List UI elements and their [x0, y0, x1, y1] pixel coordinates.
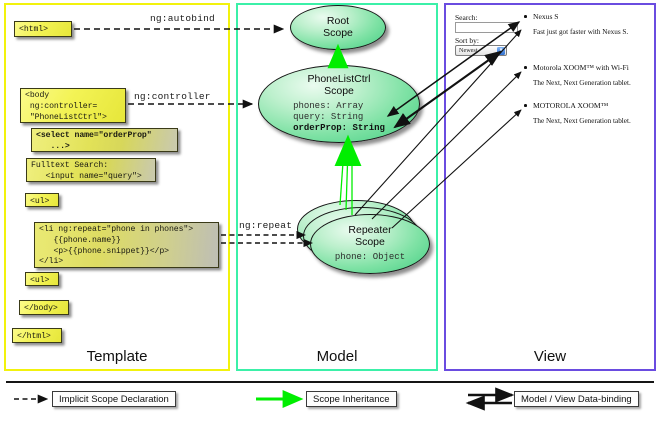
search-label: Search:	[455, 13, 478, 22]
code-box-html-open: <html>	[14, 21, 72, 37]
legend-divider	[6, 381, 654, 383]
phone-name: Nexus S	[533, 12, 559, 21]
repeater-scope-title: Repeater Scope	[348, 224, 392, 249]
code-box-ul-close: <ul>	[25, 272, 59, 286]
search-input[interactable]	[455, 22, 518, 33]
phone-name: Motorola XOOM™ with Wi-Fi	[533, 63, 629, 72]
code-box-fulltext-search: Fulltext Search: <input name="query">	[26, 158, 156, 182]
phone-snippet: The Next, Next Generation tablet.	[533, 79, 631, 87]
list-bullet-icon	[524, 15, 527, 18]
sort-by-selected-value: Newest	[459, 47, 478, 54]
legend-scope-inheritance: Scope Inheritance	[306, 391, 397, 407]
phonelistctrl-scope-title: PhoneListCtrl Scope	[307, 72, 371, 97]
legend-implicit-scope-declaration: Implicit Scope Declaration	[52, 391, 176, 407]
sort-by-label: Sort by:	[455, 36, 479, 45]
code-box-ul-open: <ul>	[25, 193, 59, 207]
template-column-panel: Template	[4, 3, 230, 371]
legend-arrow-databinding	[465, 387, 515, 411]
view-column-label: View	[533, 348, 567, 365]
ng-autobind-label: ng:autobind	[150, 13, 215, 24]
model-column-panel: Model	[236, 3, 438, 371]
repeater-scope-props: phone: Object	[334, 251, 406, 262]
legend-model-view-databinding: Model / View Data-binding	[514, 391, 639, 407]
list-bullet-icon	[524, 104, 527, 107]
phone-name: MOTOROLA XOOM™	[533, 101, 609, 110]
phone-list-item[interactable]: Motorola XOOM™ with Wi-Fi The Next, Next…	[524, 63, 631, 87]
ng-repeat-label: ng:repeat	[239, 220, 293, 231]
phone-list-item[interactable]: Nexus S Fast just got faster with Nexus …	[524, 12, 628, 36]
root-scope-ellipse: Root Scope	[290, 5, 386, 50]
sort-by-select[interactable]: Newest ▾	[455, 45, 507, 56]
phone-snippet: The Next, Next Generation tablet.	[533, 117, 631, 125]
model-column-label: Model	[316, 348, 358, 365]
list-bullet-icon	[524, 66, 527, 69]
template-column-label: Template	[86, 348, 148, 365]
root-scope-title: Root Scope	[323, 14, 353, 39]
code-box-li-repeat: <li ng:repeat="phone in phones"> {{phone…	[34, 222, 219, 268]
view-column-panel: View	[444, 3, 656, 371]
repeater-scope-ellipse: Repeater Scope phone: Object	[310, 214, 430, 274]
code-box-select: <select name="orderProp" ...>	[31, 128, 178, 152]
phone-list-item[interactable]: MOTOROLA XOOM™ The Next, Next Generation…	[524, 101, 631, 125]
phone-snippet: Fast just got faster with Nexus S.	[533, 28, 629, 36]
code-box-html-close: </html>	[12, 328, 62, 343]
chevron-down-icon[interactable]: ▾	[497, 47, 505, 55]
ng-controller-label: ng:controller	[134, 91, 211, 102]
code-box-body: <body ng:controller= "PhoneListCtrl">	[20, 88, 126, 123]
code-box-body-close: </body>	[19, 300, 69, 315]
